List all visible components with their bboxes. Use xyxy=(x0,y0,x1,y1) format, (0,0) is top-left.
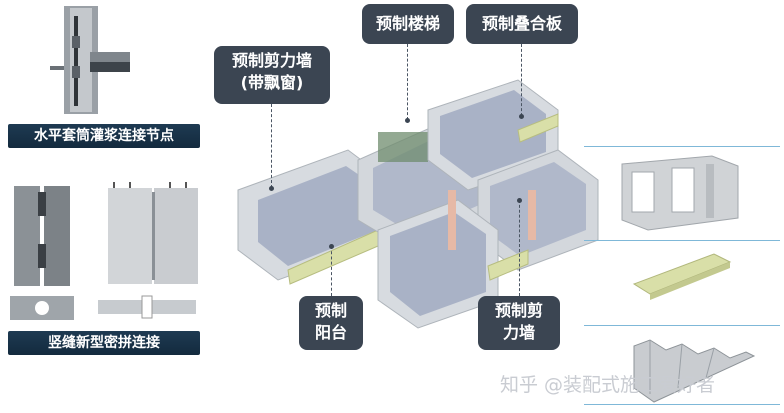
sleeve-joint-caption: 水平套筒灌浆连接节点 xyxy=(8,124,200,148)
balcony-line1: 预制 xyxy=(314,301,347,320)
shear-wall-component-illustration xyxy=(621,155,739,231)
vertical-joint-caption: 竖缝新型密拼连接 xyxy=(8,331,200,355)
stairs-callout: 预制楼梯 xyxy=(362,4,454,44)
slab-callout: 预制叠合板 xyxy=(466,4,578,44)
prefab-building-model xyxy=(237,79,599,329)
slab-leader xyxy=(521,44,522,116)
balcony-line2: 阳台 xyxy=(314,323,347,342)
stairs-leader-dot xyxy=(405,118,410,123)
shear-wall-window-line2: (带飘窗) xyxy=(240,73,304,92)
balcony-component-illustration xyxy=(632,253,732,300)
sleeve-joint-illustration xyxy=(50,6,130,114)
shear-wall-window-callout: 预制剪力墙 (带飘窗) xyxy=(214,46,330,104)
shear-wall-leader xyxy=(519,200,520,296)
shear-wall-leader-dot xyxy=(517,198,522,203)
shear-wall-window-line1: 预制剪力墙 xyxy=(231,51,312,70)
vertical-joint-panels-illustration xyxy=(14,182,198,286)
balcony-leader-dot xyxy=(329,244,334,249)
stairs-leader xyxy=(407,44,408,120)
separator-line xyxy=(584,404,780,405)
shear-wall-line2: 力墙 xyxy=(502,323,535,342)
balcony-callout: 预制 阳台 xyxy=(299,296,363,350)
balcony-leader xyxy=(331,246,332,296)
shear-wall-line1: 预制剪 xyxy=(494,301,543,320)
shear-wall-window-leader xyxy=(271,104,272,188)
shear-wall-callout: 预制剪 力墙 xyxy=(478,296,560,350)
shear-wall-window-leader-dot xyxy=(269,186,274,191)
stairs-component-illustration xyxy=(633,339,756,403)
separator-line xyxy=(584,240,780,241)
separator-line xyxy=(584,325,780,326)
watermark: 知乎 @装配式施工爱好者 xyxy=(500,374,716,396)
separator-line xyxy=(584,146,780,147)
vertical-joint-sections-illustration xyxy=(10,295,196,320)
slab-leader-dot xyxy=(519,114,524,119)
